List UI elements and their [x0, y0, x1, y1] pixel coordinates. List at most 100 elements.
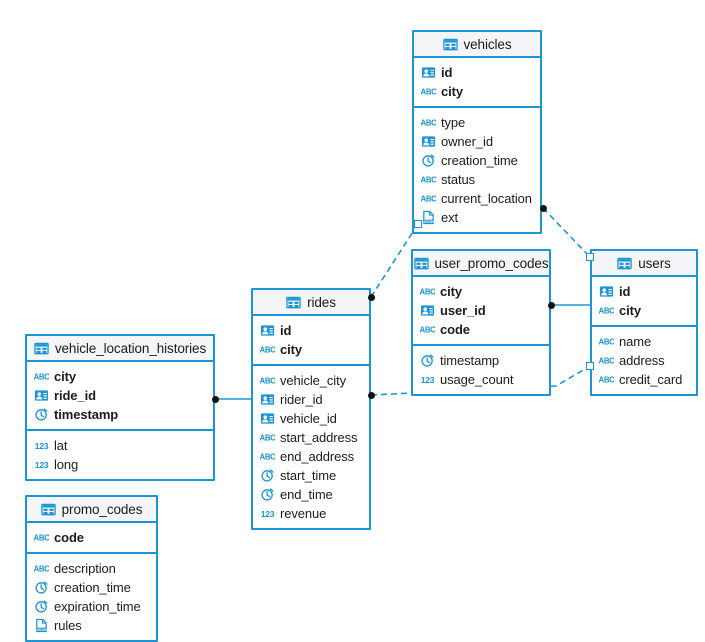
table-grid-icon [442, 37, 458, 52]
svg-text:123: 123 [35, 441, 49, 451]
field-name: city [54, 369, 77, 384]
table-header-user_promo_codes[interactable]: user_promo_codes [413, 251, 549, 277]
field-row[interactable]: user_id [413, 301, 549, 320]
id-badge-icon [420, 303, 435, 318]
clock-icon [260, 487, 275, 502]
abc-text-icon: ABC [260, 430, 275, 445]
abc-text-icon: ABC [34, 530, 49, 545]
field-row[interactable]: owner_id [414, 132, 540, 151]
field-row[interactable]: timestamp [27, 405, 213, 424]
field-row[interactable]: end_time [253, 485, 369, 504]
relationship-target-square[interactable] [586, 253, 594, 261]
field-name: rules [54, 618, 82, 633]
field-row[interactable]: id [414, 63, 540, 82]
field-row[interactable]: creation_time [414, 151, 540, 170]
table-grid-icon [617, 256, 632, 271]
field-name: start_time [280, 468, 337, 483]
svg-text:ABC: ABC [421, 176, 436, 185]
field-row[interactable]: creation_time [27, 578, 156, 597]
id-badge-icon [421, 134, 436, 149]
field-row[interactable]: vehicle_id [253, 409, 369, 428]
svg-text:123: 123 [35, 460, 49, 470]
table-grid-icon [413, 256, 429, 271]
field-name: owner_id [441, 134, 493, 149]
field-name: ride_id [54, 388, 96, 403]
svg-text:ABC: ABC [34, 373, 49, 382]
field-name: end_time [280, 487, 333, 502]
table-header-vehicle_location_histories[interactable]: vehicle_location_histories [27, 336, 213, 362]
field-row[interactable]: expiration_time [27, 597, 156, 616]
abc-text-icon: ABC [260, 449, 275, 464]
relationship-source-dot[interactable] [211, 395, 219, 403]
svg-text:ABC: ABC [421, 88, 436, 97]
relationship-target-square[interactable] [414, 220, 422, 228]
field-row[interactable]: ABC city [27, 367, 213, 386]
relationship-source-dot[interactable] [539, 204, 547, 212]
field-name: timestamp [440, 353, 500, 368]
abc-text-icon: ABC [421, 84, 436, 99]
field-row[interactable]: id [253, 321, 369, 340]
svg-text:ABC: ABC [599, 376, 614, 385]
svg-text:ABC: ABC [260, 434, 275, 443]
abc-text-icon: ABC [599, 372, 614, 387]
abc-text-icon: ABC [599, 303, 614, 318]
field-row[interactable]: start_time [253, 466, 369, 485]
table-header-rides[interactable]: rides [253, 290, 369, 316]
field-row[interactable]: timestamp [413, 351, 549, 370]
field-name: vehicle_id [280, 411, 337, 426]
number-123-icon: 123 [260, 506, 275, 521]
id-badge-icon [421, 65, 436, 80]
table-header-promo_codes[interactable]: promo_codes [27, 497, 156, 523]
field-name: city [280, 342, 303, 357]
svg-text:123: 123 [421, 375, 435, 385]
field-row[interactable]: id [592, 282, 696, 301]
svg-text:ABC: ABC [260, 453, 275, 462]
field-row[interactable]: rider_id [253, 390, 369, 409]
relationship-source-dot[interactable] [367, 293, 375, 301]
relationship-target-square[interactable] [586, 362, 594, 370]
relationship-source-dot[interactable] [547, 301, 555, 309]
field-row[interactable]: ride_id [27, 386, 213, 405]
abc-text-icon: ABC [421, 115, 436, 130]
id-badge-icon [260, 392, 275, 407]
table-header-users[interactable]: users [592, 251, 696, 277]
table-title: promo_codes [61, 501, 143, 517]
table-header-vehicles[interactable]: vehicles [414, 32, 540, 58]
abc-text-icon: ABC [34, 369, 49, 384]
relationship-source-dot[interactable] [367, 391, 375, 399]
clock-icon [34, 407, 49, 422]
